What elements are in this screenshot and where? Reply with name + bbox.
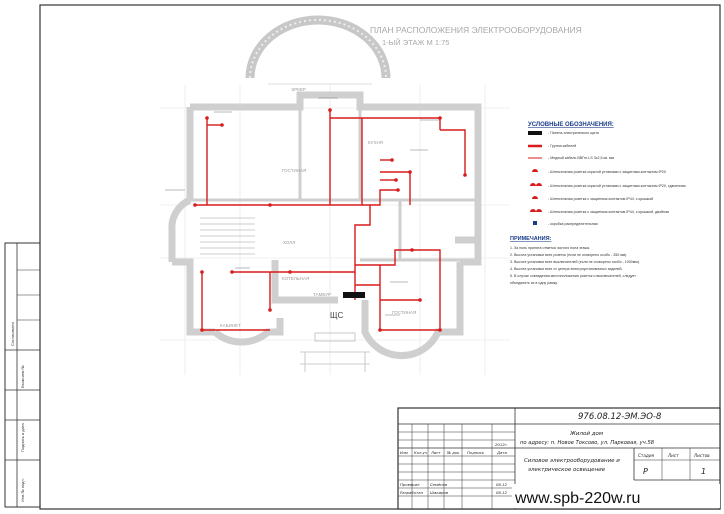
room-boiler: КОТЕЛЬНАЯ — [282, 276, 309, 281]
stage-value: Р — [643, 467, 648, 476]
socket-markers — [193, 108, 467, 332]
note-6: объединить их в одну рамку. — [510, 281, 558, 285]
stairs — [200, 217, 255, 255]
website-url: www.spb-220w.ru — [514, 490, 640, 507]
stamp-replace-inv: Взам.инв.№ — [20, 365, 25, 388]
legend-item-2: - Группа кабелей — [548, 144, 576, 148]
axis-grid — [160, 85, 510, 375]
date-top: 2012г. — [495, 442, 508, 447]
object-name: Жилой дом — [569, 431, 603, 437]
entrance-steps — [300, 332, 370, 372]
header-sheet: Лист — [430, 450, 441, 455]
drawing-scale: 1-ЫЙ ЭТАЖ М 1:75 — [382, 38, 449, 47]
stage-header: Стадия — [638, 453, 655, 458]
header-qty: Кол.уч — [414, 450, 428, 455]
legend-item-3: - Медный кабель ВВГнг-LS 3х2,5 кв. мм — [548, 156, 614, 160]
notes: ПРИМЕЧАНИЯ: 1. За ноль принята отметка ч… — [510, 236, 640, 285]
note-1: 1. За ноль принята отметка чистого пола … — [510, 246, 590, 250]
room-guest-2: ГОСТИНАЯ — [392, 310, 416, 315]
date-developed: 08.12 — [496, 490, 507, 495]
legend: УСЛОВНЫЕ ОБОЗНАЧЕНИЯ: - Панель электриче… — [528, 122, 686, 226]
drawing-title: ПЛАН РАСПОЛОЖЕНИЯ ЭЛЕКТРООБОРУДОВАНИЯ — [370, 25, 582, 35]
notes-title: ПРИМЕЧАНИЯ: — [510, 236, 552, 242]
sheet-title-line1: Силовое электрооборудование и — [524, 458, 620, 464]
side-stamp: Согласовано Взам.инв.№ Подпись и дата Ин… — [4, 242, 41, 508]
legend-socket-symbols — [530, 169, 542, 225]
terrace-arc — [245, 15, 391, 85]
electrical-panel — [343, 292, 365, 298]
note-3: 3. Высота установки всех выключателей (е… — [510, 260, 640, 264]
legend-item-6: - Штепсельная розетка с защитным контакт… — [548, 197, 653, 201]
name-developed: Шакиров — [430, 490, 449, 495]
date-checked: 08.12 — [496, 482, 507, 487]
legend-title: УСЛОВНЫЕ ОБОЗНАЧЕНИЯ: — [528, 122, 614, 128]
role-developed: Разработал — [400, 490, 424, 495]
room-hall: ХОЛЛ — [283, 240, 295, 245]
panel-label: ЩС — [330, 311, 344, 320]
name-checked: Семёнов — [430, 482, 448, 487]
sheet-title-line2: электрическое освещение — [528, 467, 606, 473]
sheet-header: Лист — [667, 453, 679, 458]
sheets-header: Листов — [693, 453, 710, 458]
room-kitchen: КУХНЯ — [368, 140, 383, 145]
website-backdrop — [512, 484, 720, 508]
header-date: Дата — [496, 450, 508, 455]
doc-code: 976.08.12-ЭМ.ЭО-8 — [578, 412, 662, 422]
room-cabinet: КАБИНЕТ — [220, 323, 241, 328]
legend-item-1: - Панель электрического щита — [548, 131, 599, 135]
legend-item-4: - Штепсельная розетка скрытой установки … — [548, 170, 666, 174]
legend-item-5: - Штепсельная розетка скрытой установки … — [548, 184, 686, 188]
note-5: 5. В случае совпадения местоположения ро… — [510, 274, 636, 278]
building-walls — [168, 91, 482, 360]
legend-item-7: - Штепсельная розетка с защитным контакт… — [548, 210, 669, 214]
stamp-agreed: Согласовано — [10, 321, 15, 346]
note-2: 2. Высота установки всех розеток (если н… — [510, 253, 627, 257]
legend-item-8: - коробка распределительная — [548, 222, 598, 226]
room-tambur: ТАМБУР — [313, 292, 331, 297]
legend-panel-symbol — [528, 131, 542, 135]
sheets-value: 1 — [701, 467, 706, 476]
leader-lines — [165, 97, 440, 316]
room-guest: ГОСТИНАЯ — [282, 168, 306, 173]
stamp-inv-original: Инв.№ подл. — [20, 478, 25, 502]
note-4: 4. Высота установки всех от центра элект… — [510, 267, 622, 271]
room-veranda: ЭРКЕР — [291, 87, 306, 92]
header-rev: Изм — [400, 450, 408, 455]
header-docno: № док — [446, 450, 460, 455]
object-address: по адресу: п. Новое Токсово, ул. Паркова… — [520, 440, 655, 446]
header-sign: Подпись — [467, 450, 484, 455]
role-checked: Проверил — [400, 482, 420, 487]
stamp-sign-date: Подпись и дата — [20, 422, 25, 452]
